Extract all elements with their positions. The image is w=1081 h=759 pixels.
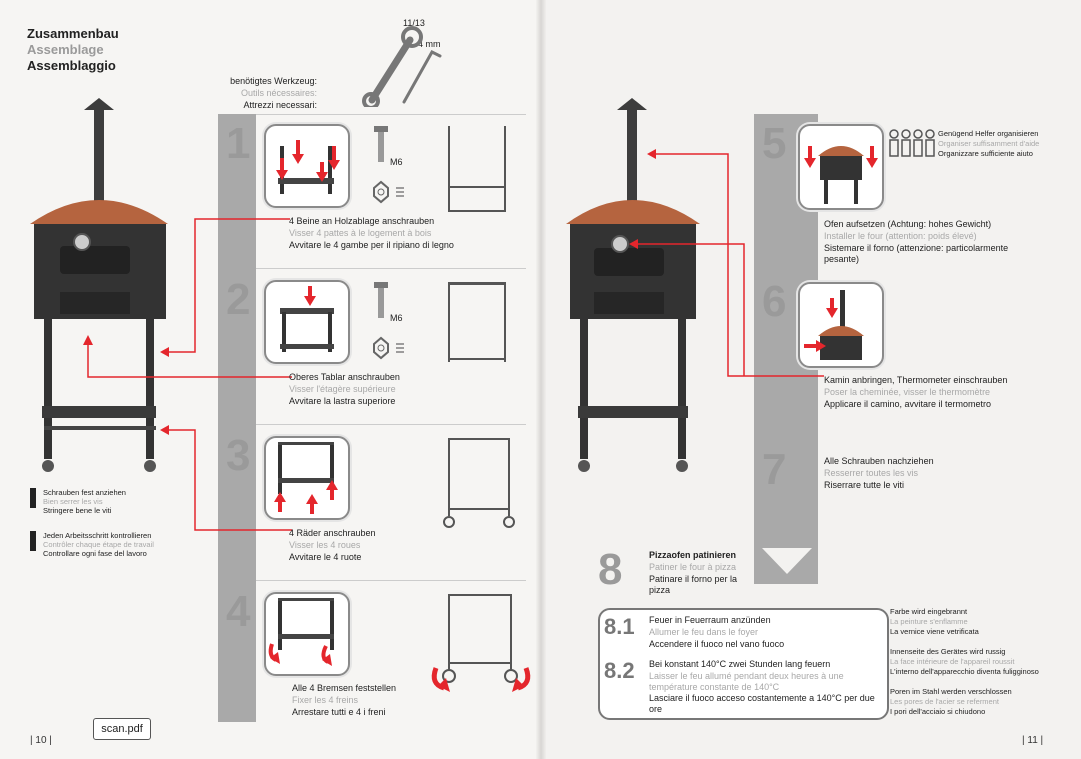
divider (256, 114, 526, 115)
note-de: Innenseite des Gerätes wird russig (890, 647, 1006, 656)
note-fr: Bien serrer les vis (43, 497, 103, 506)
step-text-de: 4 Räder anschrauben (289, 528, 376, 538)
step-text-fr: Fixer les 4 freins (292, 695, 359, 705)
step-text-it: Avvitare le 4 gambe per il ripiano di le… (289, 240, 454, 250)
step-text-it: Sistemare il forno (attenzione: particol… (824, 243, 1009, 264)
page-number-right: | 11 | (1022, 735, 1044, 746)
step-text-fr: Resserrer toutes les vis (824, 468, 919, 478)
wrench-icon (362, 26, 442, 107)
title-it: Assemblaggio (27, 58, 116, 73)
step8-title-fr: Patiner le four à pizza (649, 562, 737, 572)
step-connector-lines (629, 149, 824, 377)
step-text-de: Oberes Tablar anschrauben (289, 372, 400, 382)
substep-fr: Allumer le feu dans le foyer (649, 627, 759, 637)
step-3-image (264, 436, 350, 520)
step-3-diagram (443, 438, 515, 528)
helpers-it: Organizzare sufficiente aiuto (938, 149, 1033, 158)
pizza-oven-illustration (566, 98, 700, 472)
step-text-de: Kamin anbringen, Thermometer einschraube… (824, 375, 1008, 385)
step-5-image (798, 124, 884, 210)
step8-title-de: Pizzaofen patinieren (649, 550, 737, 560)
title-fr: Assemblage (27, 42, 104, 57)
note-it: L'interno dell'apparecchio diventa fulig… (890, 667, 1039, 676)
step-text-it: Riserrare tutte le viti (824, 480, 905, 490)
note-fr: La peinture s'enflamme (890, 617, 968, 626)
step-2-image (264, 280, 350, 364)
step-6-image (798, 282, 884, 368)
hex-key-size: 4 mm (418, 39, 441, 49)
step8-title-it: Patinare il forno per la pizza (649, 574, 738, 595)
step-text-de: Alle 4 Bremsen feststellen (292, 683, 397, 693)
step-1-diagram (448, 126, 506, 212)
title-de: Zusammenbau (27, 26, 119, 41)
step-text-it: Applicare il camino, avvitare il termome… (824, 399, 992, 409)
tools-label-de: benötigtes Werkzeug: (230, 76, 317, 86)
step-text-fr: Visser les 4 roues (289, 540, 361, 550)
step-text-fr: Visser l'étagère supérieure (289, 384, 396, 394)
note-fr: Contrôler chaque étape de travail (43, 540, 154, 549)
step-1-image (264, 124, 350, 208)
bullet-icon (30, 488, 36, 508)
step-number: 8 (598, 545, 623, 594)
note-it: La vernice viene vetrificata (890, 627, 979, 636)
page-number-left: | 10 | (30, 735, 52, 746)
step-connector-lines (83, 218, 292, 531)
bullet-icon (30, 531, 36, 551)
bolt-size-label: M6 (390, 313, 403, 323)
divider (256, 424, 526, 425)
book-spine (536, 0, 546, 759)
bolt-icon (373, 282, 404, 360)
step-text-de: 4 Beine an Holzablage anschrauben (289, 216, 435, 226)
step-text-it: Avvitare le 4 ruote (289, 552, 362, 562)
step-number: 5 (762, 119, 787, 168)
step-number: 2 (226, 275, 251, 324)
substep-it: Accendere il fuoco nel vano fuoco (649, 639, 785, 649)
step-number: 4 (226, 587, 251, 636)
substep-it: Lasciare il fuoco acceso costantemente a… (649, 693, 875, 714)
step-number: 7 (762, 445, 787, 494)
note-it: Controllare ogni fase del lavoro (43, 549, 147, 558)
tools-label-it: Attrezzi necessari: (243, 100, 317, 110)
note-de: Farbe wird eingebrannt (890, 607, 968, 616)
steps-bar-left (218, 114, 256, 722)
note-it: I pori dell'acciaio si chiudono (890, 707, 986, 716)
bolt-icon (373, 126, 404, 204)
helpers-de: Genügend Helfer organisieren (938, 129, 1039, 138)
step-text-de: Alle Schrauben nachziehen (824, 456, 934, 466)
bolt-size-label: M6 (390, 157, 403, 167)
step-number: 6 (762, 277, 787, 326)
tools-label-fr: Outils nécessaires: (240, 88, 317, 98)
substep-de: Feuer in Feuerraum anzünden (649, 615, 771, 625)
step-text-fr: Visser 4 pattes à le logement à bois (289, 228, 432, 238)
wrench-size: 11/13 (403, 18, 425, 28)
pizza-oven-illustration (30, 98, 168, 472)
step-4-diagram (431, 594, 531, 692)
step-number: 3 (226, 431, 251, 480)
note-de: Poren im Stahl werden verschlossen (890, 687, 1012, 696)
step-text-it: Arrestare tutti e 4 i freni (292, 707, 386, 717)
step-text-fr: Installer le four (attention: poids élev… (824, 231, 977, 241)
step8-box (598, 608, 889, 720)
note-de: Jeden Arbeitsschritt kontrollieren (43, 531, 152, 540)
substep-de: Bei konstant 140°C zwei Stunden lang feu… (649, 659, 831, 669)
down-arrow-icon (762, 548, 812, 574)
step-4-image (264, 592, 350, 676)
divider (256, 580, 526, 581)
substep-number: 8.1 (604, 614, 635, 639)
step-text-de: Ofen aufsetzen (Achtung: hohes Gewicht) (824, 219, 992, 229)
scan-label: scan.pdf (93, 718, 151, 740)
step-text-it: Avvitare la lastra superiore (289, 396, 396, 406)
substep-fr: Laisser le feu allumé pendant deux heure… (649, 671, 844, 692)
step-text-fr: Poser la cheminée, visser le thermomètre (824, 387, 991, 397)
step-2-diagram (448, 282, 506, 362)
divider (256, 268, 526, 269)
step-number: 1 (226, 119, 251, 168)
helpers-fr: Organiser suffisamment d'aide (938, 139, 1040, 148)
note-de: Schrauben fest anziehen (43, 488, 126, 497)
substep-number: 8.2 (604, 658, 635, 683)
note-fr: La face intérieure de l'appareil roussit (890, 657, 1015, 666)
note-it: Stringere bene le viti (43, 506, 112, 515)
helpers-icon (889, 129, 935, 157)
note-fr: Les pores de l'acier se referment (890, 697, 999, 706)
